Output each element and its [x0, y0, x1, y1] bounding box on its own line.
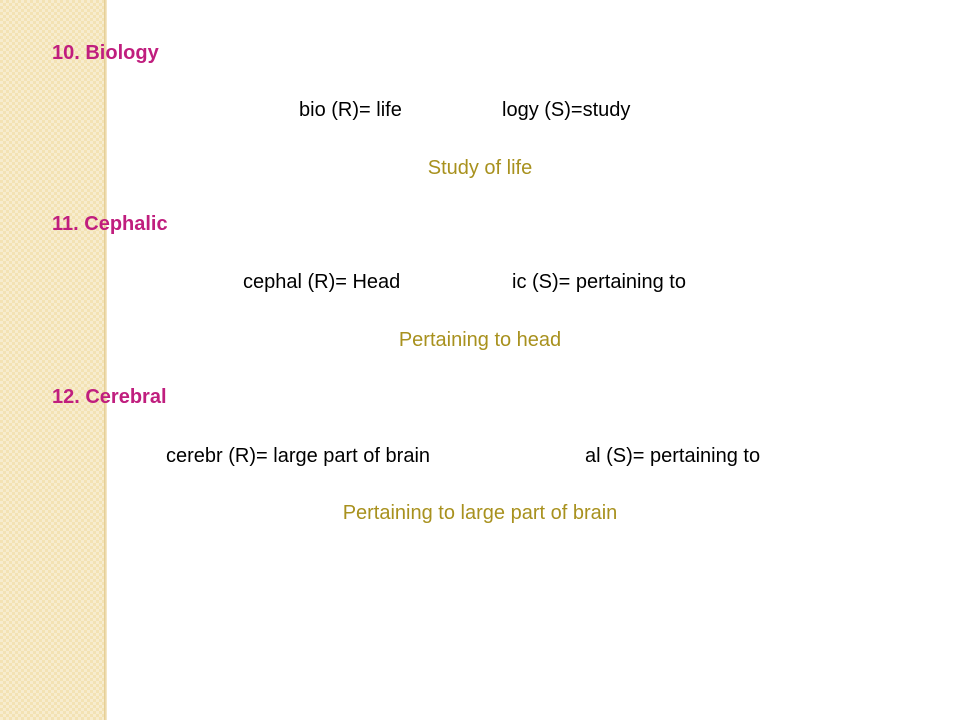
entry-root: cephal (R)= Head	[243, 271, 401, 293]
entry-root: cerebr (R)= large part of brain	[166, 445, 431, 467]
entry-suffix: ic (S)= pertaining to	[512, 271, 686, 293]
entry-heading: 12. Cerebral	[52, 386, 167, 408]
entry-meaning: Pertaining to head	[398, 329, 562, 351]
entry-meaning: Study of life	[427, 157, 533, 179]
entry-root: bio (R)= life	[299, 99, 402, 121]
entry-heading: 10. Biology	[52, 42, 159, 64]
entry-meaning: Pertaining to large part of brain	[342, 502, 618, 524]
entry-heading: 11. Cephalic	[52, 213, 168, 235]
decorative-side-band	[0, 0, 104, 720]
entry-suffix: al (S)= pertaining to	[585, 445, 761, 467]
entry-suffix: logy (S)=study	[502, 99, 631, 121]
side-band-edge	[104, 0, 107, 720]
